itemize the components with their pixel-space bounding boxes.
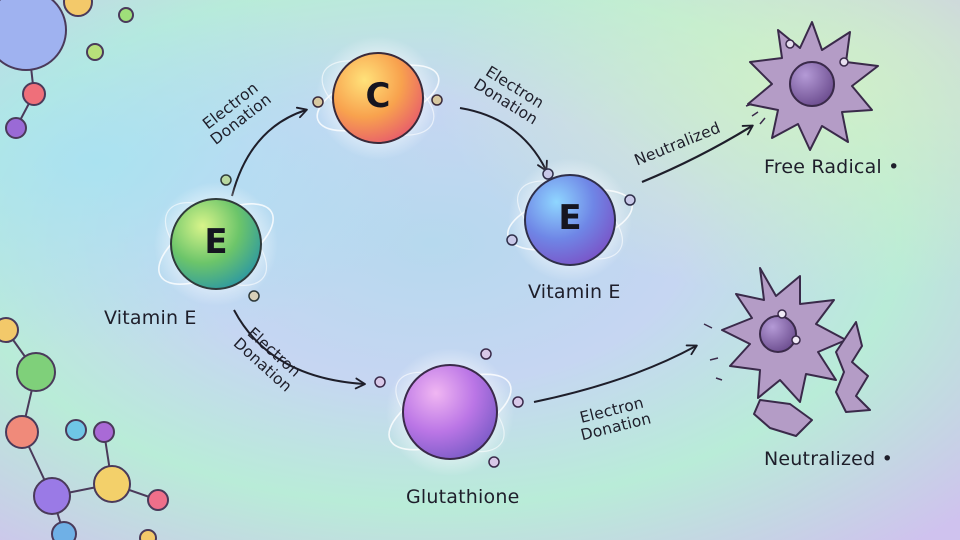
free-radical-label: Free Radical • <box>764 156 900 178</box>
arrow-e-to-c <box>231 106 308 197</box>
vitamin-e-left-letter: E <box>204 222 228 262</box>
decorative-molecule-bottom-left <box>0 317 169 540</box>
glutathione-label: Glutathione <box>406 486 520 508</box>
vitamin-e-right-label: Vitamin E <box>528 281 621 303</box>
neutralized-radical-bottom <box>703 267 871 437</box>
arrow-e-to-free-radical <box>641 124 754 184</box>
arrow-c-to-e <box>459 107 548 172</box>
vitamin-e-left-molecule <box>154 174 278 306</box>
vitamin-e-right-molecule <box>506 158 636 282</box>
decorative-molecule-top-left <box>0 0 134 139</box>
arrow-e-to-glutathione <box>233 309 366 390</box>
free-radical-top <box>745 21 879 151</box>
neutralized-label: Neutralized • <box>764 448 893 470</box>
vitamin-c-molecule <box>312 36 443 160</box>
arrow-glutathione-to-radical <box>533 344 698 403</box>
vitamin-c-letter: C <box>365 76 391 116</box>
vitamin-e-right-letter: E <box>558 198 582 238</box>
vitamin-e-left-label: Vitamin E <box>104 307 197 329</box>
glutathione-molecule <box>374 348 524 476</box>
